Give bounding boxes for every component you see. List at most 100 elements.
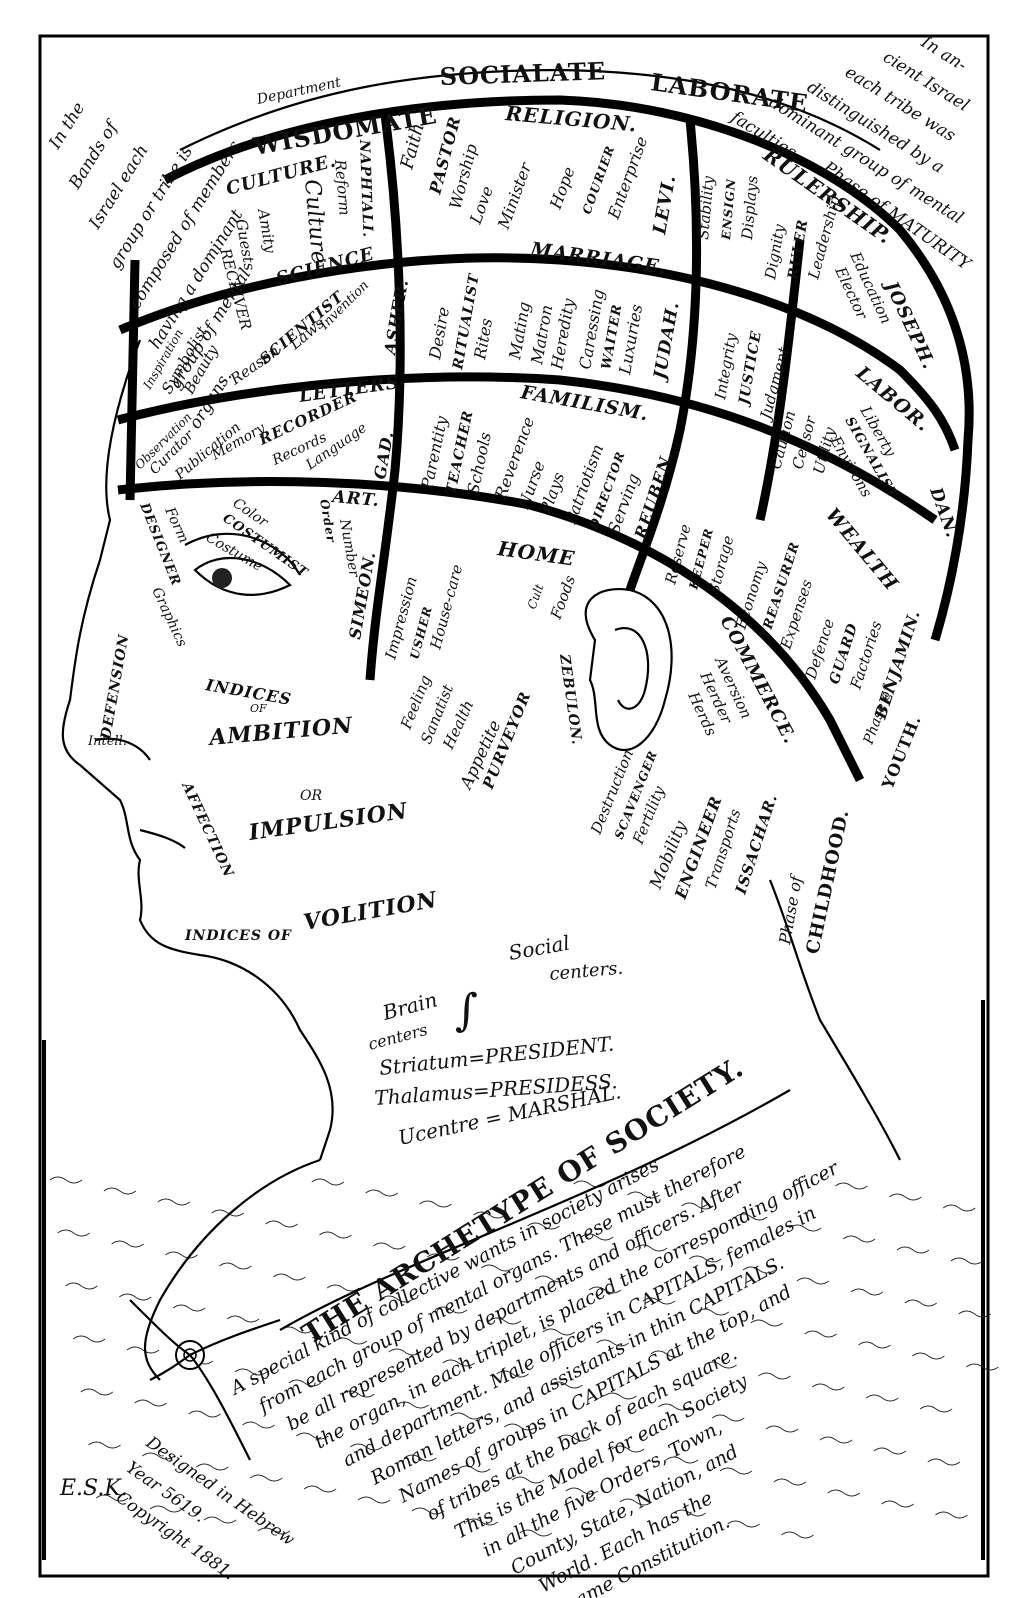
hatch-stroke — [704, 1361, 737, 1369]
hatch-stroke — [966, 1363, 999, 1371]
hatch-stroke — [88, 1441, 121, 1449]
tribe-levi: LEVI. — [649, 173, 680, 237]
brain-centers-b: centers — [366, 1020, 429, 1054]
svg-text:Hope: Hope — [546, 164, 579, 212]
hatch-stroke — [411, 1507, 445, 1515]
hatch-stroke — [488, 1317, 522, 1325]
hatch-stroke — [296, 1432, 329, 1440]
region-marriage-group: MARRIAGE. — [528, 238, 668, 279]
label-impulsion: IMPULSION — [246, 798, 409, 846]
mouth-line — [139, 828, 186, 849]
hatch-stroke — [373, 1242, 406, 1250]
hatch-stroke — [573, 1180, 606, 1188]
hatch-stroke — [303, 1485, 337, 1493]
hatch-stroke — [203, 1516, 237, 1524]
hatch-stroke — [611, 1445, 645, 1453]
hatch-stroke — [557, 1434, 591, 1442]
eye — [184, 532, 301, 596]
hatch-stroke — [719, 1467, 753, 1475]
hatch-stroke — [865, 1394, 899, 1402]
hatch-stroke — [427, 1253, 460, 1261]
hatch-stroke — [257, 1527, 291, 1535]
hatch-stroke — [319, 1231, 352, 1239]
hatch-stroke — [157, 1198, 191, 1206]
brain-brace: ∫ — [455, 985, 478, 1036]
hatch-stroke — [627, 1191, 660, 1199]
hatch-stroke — [334, 1337, 368, 1345]
region-home-group: HOME — [495, 536, 576, 571]
hatch-stroke — [765, 1425, 799, 1433]
hatch-stroke — [688, 1255, 722, 1263]
hatch-stroke — [588, 1286, 622, 1294]
svg-text:Minister: Minister — [494, 159, 536, 232]
hatch-stroke — [619, 1498, 653, 1506]
hatch-stroke — [265, 1220, 298, 1228]
tribe-issachar: ISSACHAR. — [731, 791, 781, 897]
hatch-stroke — [442, 1359, 475, 1367]
hatch-stroke — [904, 1299, 937, 1307]
svg-text:Integrity: Integrity — [711, 331, 741, 401]
hatch-stroke — [226, 1315, 260, 1323]
label-volition: VOLITION — [302, 887, 440, 936]
hatch-stroke — [658, 1403, 691, 1411]
hatch-stroke — [927, 1458, 961, 1466]
nostril — [94, 737, 151, 761]
hatch-stroke — [665, 1456, 699, 1464]
hatch-stroke — [642, 1297, 676, 1305]
hatch-stroke — [388, 1348, 422, 1356]
hatch-stroke — [434, 1306, 468, 1314]
label-or: OR — [300, 788, 322, 804]
region-art-group: ART. — [330, 487, 381, 511]
hatch-stroke — [65, 1282, 98, 1290]
hatch-stroke — [542, 1328, 576, 1336]
collar-rosette — [129, 1299, 281, 1461]
region-home: HOME Impression USHER House-care Feeling… — [381, 536, 584, 794]
hatch-stroke — [49, 1176, 83, 1184]
hatch-stroke — [681, 1202, 714, 1210]
phase-youth-b: YOUTH. — [878, 712, 925, 792]
hatch-stroke — [819, 1436, 853, 1444]
hatch-stroke — [727, 1520, 760, 1528]
hatch-stroke — [696, 1308, 730, 1316]
social-centers-b: centers. — [549, 958, 624, 985]
label-indices-volition: INDICES OF — [184, 928, 292, 944]
hatch-stroke — [149, 1505, 183, 1513]
hatch-stroke — [896, 1246, 930, 1254]
hatch-stroke — [942, 1204, 976, 1212]
brain-centers-a: Brain — [379, 987, 440, 1025]
svg-text:ENSIGN: ENSIGN — [719, 178, 738, 242]
hatch-stroke — [873, 1447, 907, 1455]
hatch-stroke — [457, 1465, 491, 1473]
hatch-stroke — [419, 1200, 452, 1208]
hatch-stroke — [357, 1496, 391, 1504]
hatch-stroke — [889, 1193, 922, 1201]
hatch-stroke — [827, 1489, 860, 1497]
hatch-stroke — [527, 1222, 560, 1230]
hatch-stroke — [788, 1224, 822, 1232]
hatch-stroke — [342, 1390, 375, 1398]
hatch-stroke — [72, 1335, 106, 1343]
hatch-stroke — [95, 1494, 129, 1502]
hatch-stroke — [504, 1423, 537, 1431]
hatch-stroke — [403, 1454, 437, 1462]
hatch-stroke — [80, 1388, 114, 1396]
hatch-stroke — [912, 1352, 945, 1360]
svg-text:Dignity: Dignity — [761, 223, 789, 282]
svg-text:Stability: Stability — [694, 175, 718, 241]
hatch-stroke — [711, 1414, 745, 1422]
department-socialate: SOCIALATE — [439, 56, 606, 91]
hatch-stroke — [519, 1529, 552, 1537]
svg-text:Culture: Culture — [299, 178, 331, 264]
shoulder-outline — [143, 1158, 321, 1381]
hatch-stroke — [935, 1511, 968, 1519]
label-affection: AFFECTION — [178, 778, 237, 881]
svg-text:JUSTICE: JUSTICE — [736, 329, 765, 408]
tribe-naphtali: NAPHTALI. — [356, 139, 375, 239]
label-defension: DEFENSION — [98, 632, 133, 741]
hatch-stroke — [219, 1262, 252, 1270]
hatch-stroke — [103, 1187, 137, 1195]
hatch-stroke — [496, 1370, 529, 1378]
hatch-stroke — [850, 1288, 884, 1296]
hatch-stroke — [596, 1339, 629, 1347]
hatch-stroke — [812, 1383, 845, 1391]
